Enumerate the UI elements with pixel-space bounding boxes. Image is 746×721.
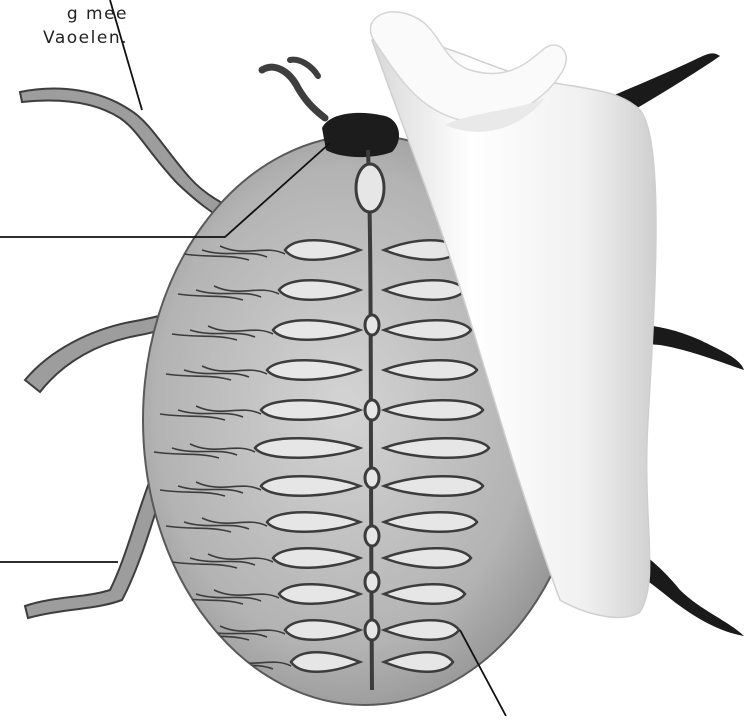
caption-line-1: g mee [0,2,128,26]
caption-text: g mee Vaoelen. [0,2,128,50]
head [262,60,325,118]
caption-line-2: Vaoelen. [0,26,128,50]
head-band [322,113,399,157]
